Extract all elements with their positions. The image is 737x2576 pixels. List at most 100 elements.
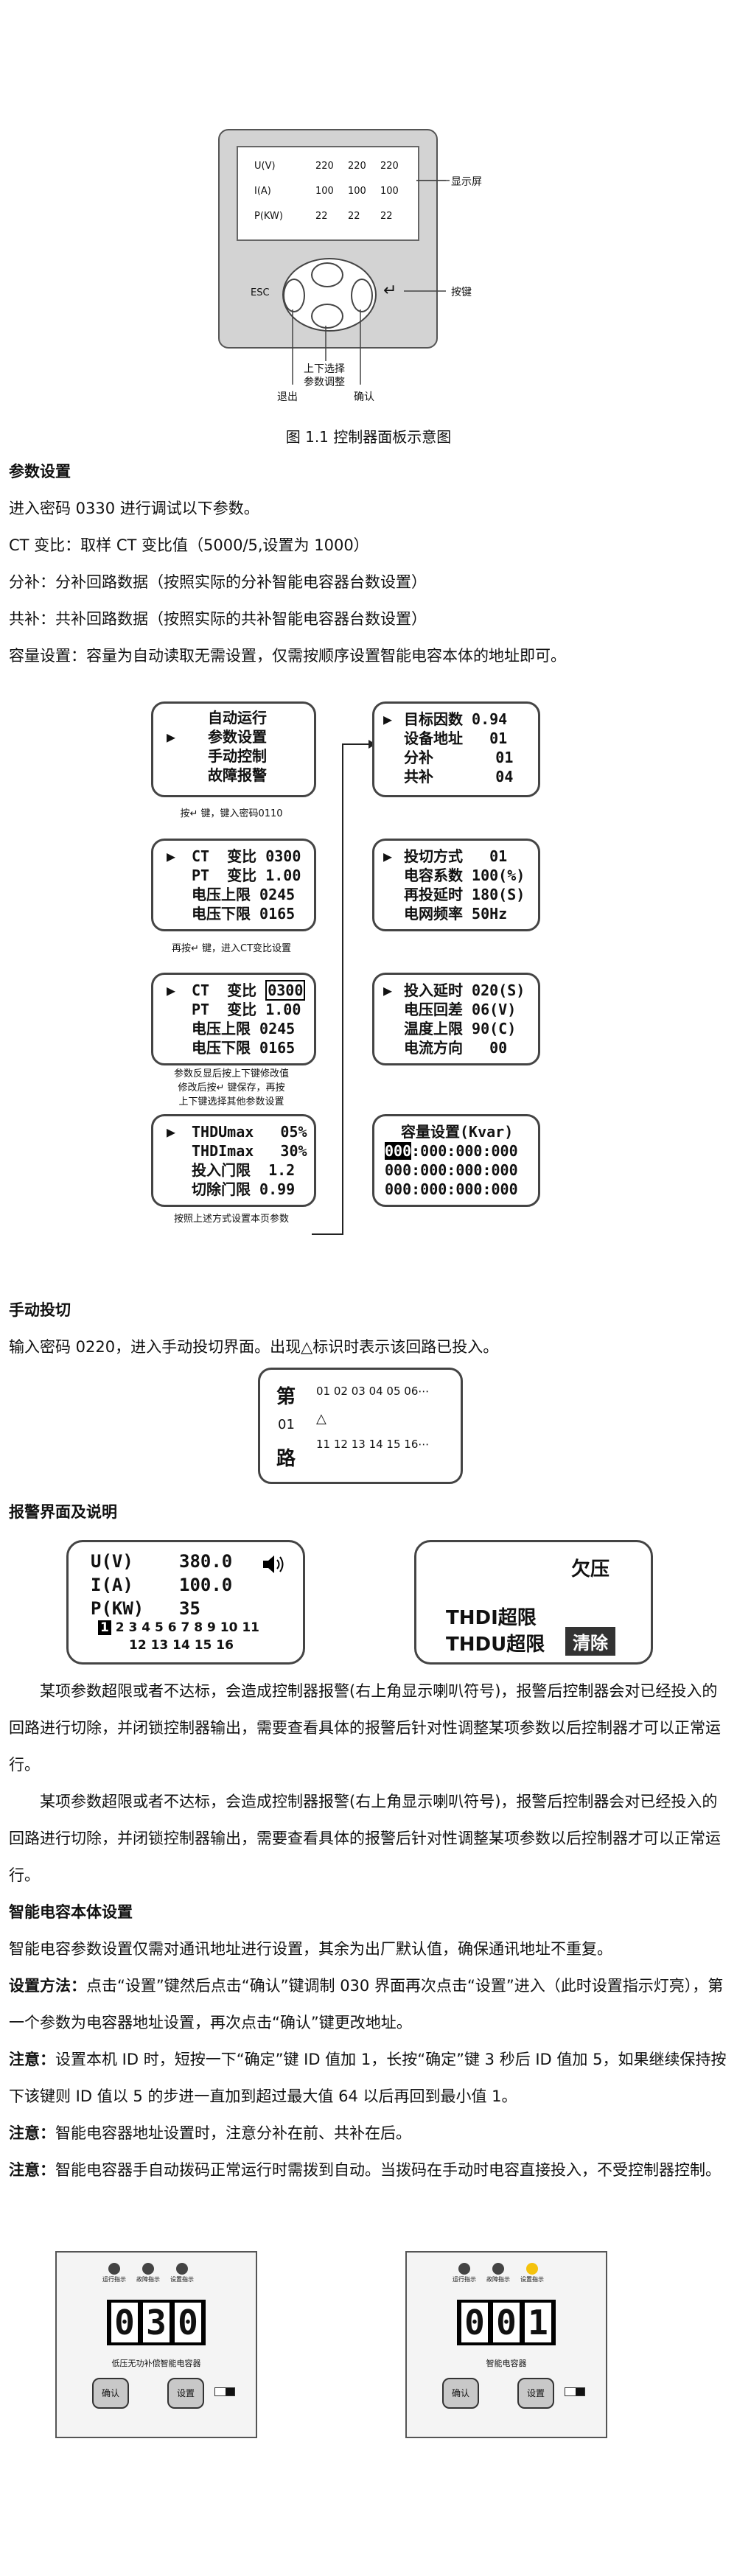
loop-char-2: 路 bbox=[276, 1448, 296, 1470]
reading-value: 100 bbox=[348, 186, 366, 197]
alarm-reading-label: U(V) bbox=[91, 1551, 133, 1572]
loop-status-row-1: 1 2 3 4 5 6 7 8 9 10 11 bbox=[98, 1620, 259, 1635]
alarm-paragraph-2: 某项参数超限或者不达标，会造成控制器报警(右上角显示喇叭符号)，报警后控制器会对… bbox=[9, 1793, 721, 1884]
loop-number: 01 bbox=[278, 1417, 295, 1432]
exit-callout: 退出 bbox=[277, 391, 298, 403]
screen-line: 故障报警 bbox=[208, 766, 267, 784]
method-label: 设置方法： bbox=[9, 1977, 86, 1995]
smart-cap-line1: 智能电容参数设置仅需对通讯地址进行设置，其余为出厂默认值，确保通讯地址不重复。 bbox=[9, 1940, 612, 1958]
note-2: 注意：智能电容器地址设置时，注意分补在前、共补在后。 bbox=[9, 2115, 728, 2152]
alarm-heading: 报警界面及说明 bbox=[9, 1503, 117, 1521]
screen-line: 电压下限 0165 bbox=[192, 905, 296, 923]
loop-numbers-1: 2 3 4 5 6 7 8 9 10 11 bbox=[115, 1620, 259, 1635]
figure-caption: 图 1.1 控制器面板示意图 bbox=[285, 428, 452, 446]
reading-label: I(A) bbox=[254, 186, 271, 197]
note-label: 注意： bbox=[9, 2161, 55, 2179]
screen-line: 自动运行 bbox=[208, 709, 267, 727]
alarm-reading-value: 35 bbox=[179, 1598, 200, 1619]
screen-line: 投入延时 020(S) bbox=[404, 981, 525, 999]
screen-line: 电压下限 0165 bbox=[192, 1039, 296, 1057]
switch-knob bbox=[576, 2388, 584, 2395]
reading-value: 22 bbox=[348, 211, 360, 222]
led-label: 故障指示 bbox=[136, 2276, 160, 2283]
reading-value: 220 bbox=[315, 161, 334, 172]
menu-arrow: ▶ bbox=[383, 710, 393, 728]
flow-connector bbox=[312, 740, 376, 1235]
enter-key-icon: ↵ bbox=[383, 281, 397, 300]
manual-screen: 第 01 路 01 02 03 04 05 06⋯ △ 11 12 13 14 … bbox=[258, 1368, 463, 1484]
digit: 0 bbox=[461, 2303, 488, 2342]
param-line: 分补：分补回路数据（按照实际的分补智能电容器台数设置） bbox=[9, 573, 427, 591]
screen-line: PT 变比 1.00 bbox=[192, 867, 301, 884]
ct-value-highlight: 0300 bbox=[265, 980, 306, 1001]
method-text: 点击“设置”键然后点击“确认”键调制 030 界面再次点击“设置”进入（此时设置… bbox=[9, 1977, 724, 2031]
screen-line: 设备地址 01 bbox=[404, 729, 508, 747]
confirm-button[interactable]: 确认 bbox=[92, 2378, 129, 2409]
left-key[interactable] bbox=[283, 279, 305, 312]
indicator-led bbox=[458, 2263, 470, 2275]
delay-screen: ▶ 投入延时 020(S)电压回差 06(V)温度上限 90(C)电流方向 00 bbox=[372, 973, 540, 1065]
led-label: 故障指示 bbox=[486, 2276, 510, 2283]
indicator-led bbox=[142, 2263, 154, 2275]
manual-heading: 手动投切 bbox=[9, 1301, 71, 1319]
alarm-reading-value: 100.0 bbox=[179, 1575, 233, 1595]
note-2-text: 智能电容器地址设置时，注意分补在前、共补在后。 bbox=[55, 2124, 411, 2142]
first-loop-highlight: 1 bbox=[98, 1620, 111, 1635]
screen-line: 电容系数 100(%) bbox=[404, 867, 525, 884]
setup-button[interactable]: 设置 bbox=[167, 2378, 204, 2409]
reading-value: 220 bbox=[348, 161, 366, 172]
digit: 0 bbox=[111, 2303, 138, 2342]
main-menu-screen: ▶ 自动运行参数设置手动控制故障报警 bbox=[151, 701, 316, 797]
right-key[interactable] bbox=[351, 279, 373, 312]
alarm-reading-label: P(KW) bbox=[91, 1598, 144, 1619]
undervoltage-label: 欠压 bbox=[571, 1558, 610, 1581]
screen-line: 参数设置 bbox=[208, 728, 267, 746]
setup-method: 设置方法：点击“设置”键然后点击“确认”键调制 030 界面再次点击“设置”进入… bbox=[9, 1967, 728, 2041]
down-key[interactable] bbox=[311, 304, 343, 329]
note-1: 注意：设置本机 ID 时，短按一下“确定”键 ID 值加 1，长按“确定”键 3… bbox=[9, 2041, 728, 2115]
updown-callout: 上下选择 bbox=[304, 363, 345, 375]
mode-switch[interactable] bbox=[565, 2387, 585, 2396]
clear-button[interactable]: 清除 bbox=[565, 1627, 615, 1656]
menu-arrow: ▶ bbox=[167, 1123, 176, 1141]
device-title: 低压无功补偿智能电容器 bbox=[111, 2359, 201, 2368]
screen-line: 目标因数 0.94 bbox=[404, 710, 508, 728]
confirm-button[interactable]: 确认 bbox=[442, 2378, 479, 2409]
controller-screen bbox=[237, 146, 419, 241]
screen-line: 000:000:000:000 bbox=[385, 1161, 518, 1179]
screen-line: 再投延时 180(S) bbox=[404, 886, 525, 903]
reading-value: 220 bbox=[380, 161, 399, 172]
reading-label: P(KW) bbox=[254, 211, 283, 222]
led-label: 设置指示 bbox=[520, 2276, 544, 2283]
loops-row-1: 01 02 03 04 05 06⋯ bbox=[316, 1385, 430, 1398]
setup-button[interactable]: 设置 bbox=[517, 2378, 554, 2409]
screen-line: 000:000:000:000 bbox=[385, 1180, 518, 1198]
reading-value: 100 bbox=[315, 186, 334, 197]
capacity-screen: 容量设置(Kvar) 000:000:000:000 000:000:000:0… bbox=[372, 1114, 540, 1207]
note-enter-password: 按↵ 键，键入密码0110 bbox=[180, 808, 283, 819]
note-edit-help: 参数反显后按上下键修改值 修改后按↵ 键保存，再按 上下键选择其他参数设置 bbox=[173, 1068, 289, 1107]
menu-arrow: ▶ bbox=[167, 981, 176, 999]
up-key[interactable] bbox=[311, 262, 343, 287]
display-callout: 显示屏 bbox=[451, 176, 482, 188]
capacity-title: 容量设置(Kvar) bbox=[401, 1123, 514, 1141]
mode-switch[interactable] bbox=[214, 2387, 235, 2396]
keys-callout: 按键 bbox=[451, 287, 472, 298]
note-3: 注意：智能电容器手自动拨码正常运行时需拨到自动。当拨码在手动时电容直接投入，不受… bbox=[9, 2152, 728, 2188]
thdu-alarm: THDU超限 bbox=[446, 1634, 545, 1656]
screen-line: PT 变比 1.00 bbox=[192, 1001, 301, 1018]
note-set-page: 按照上述方式设置本页参数 bbox=[173, 1214, 289, 1225]
switch-knob bbox=[226, 2388, 234, 2395]
param-line: 共补：共补回路数据（按照实际的共补智能电容器台数设置） bbox=[9, 610, 427, 628]
esc-label: ESC bbox=[251, 287, 270, 298]
alarm-paragraph-1: 某项参数超限或者不达标，会造成控制器报警(右上角显示喇叭符号)，报警后控制器会对… bbox=[9, 1682, 721, 1774]
screen-line: 电压上限 0245 bbox=[192, 1020, 296, 1037]
menu-arrow: ▶ bbox=[167, 728, 176, 746]
